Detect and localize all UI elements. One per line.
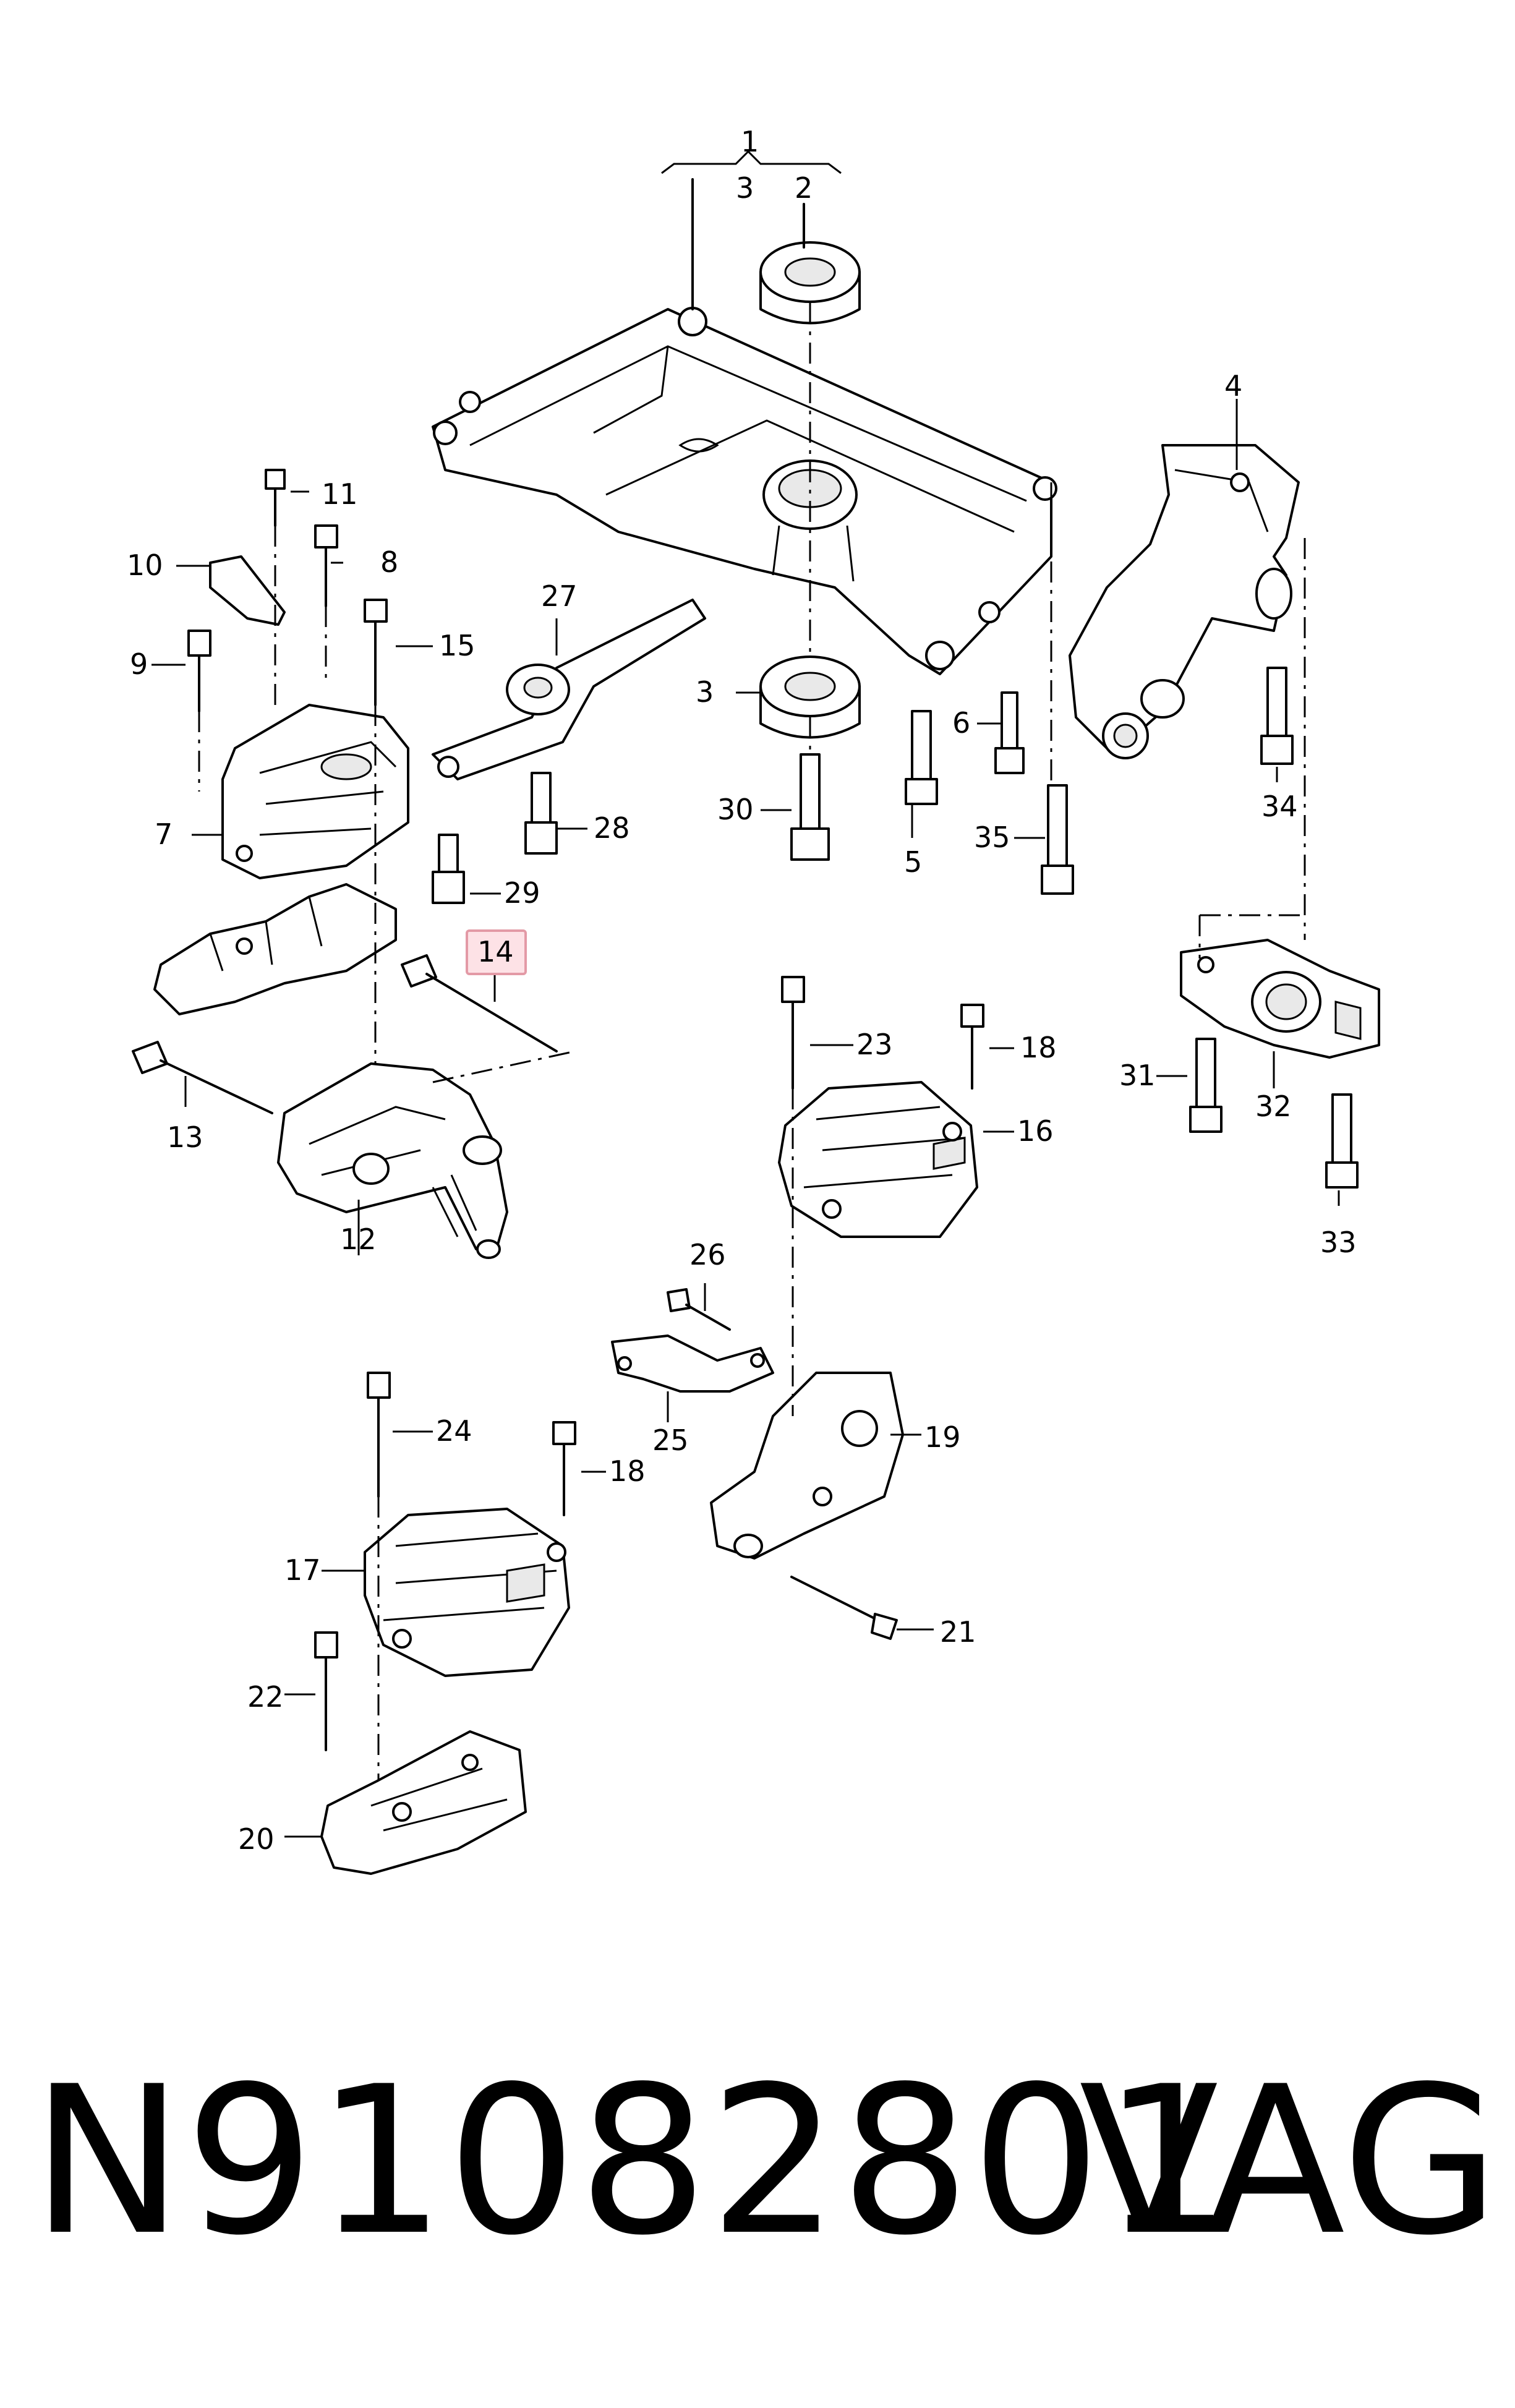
callout-18: 18: [1020, 1031, 1057, 1064]
callout-12: 12: [340, 1223, 377, 1256]
callout-7: 7: [155, 818, 173, 851]
callout-8: 8: [380, 545, 398, 579]
torque-arm: [432, 599, 706, 780]
bushing-lower: [759, 655, 861, 739]
callout-1: 1: [741, 125, 759, 158]
bushing-upper: [759, 241, 861, 325]
callout-35: 35: [974, 821, 1010, 854]
callout-22: 22: [247, 1680, 284, 1714]
callout-32: 32: [1255, 1090, 1292, 1123]
callout-15: 15: [439, 629, 476, 662]
callout-13: 13: [167, 1121, 203, 1154]
callout-21: 21: [940, 1615, 976, 1649]
gearbox-mount-left: [221, 704, 409, 879]
callout-9: 9: [130, 647, 148, 681]
subframe: [432, 307, 1057, 675]
bracket-25: [611, 1334, 774, 1393]
callout-24: 24: [436, 1414, 472, 1448]
manufacturer-name: VAG: [1079, 2043, 1500, 2280]
mount-17: [364, 1508, 570, 1677]
callout-3b: 3: [696, 675, 714, 709]
callout-5: 5: [904, 845, 922, 879]
callout-34: 34: [1261, 790, 1298, 823]
mount-16: [778, 1081, 978, 1238]
callout-27: 27: [541, 579, 578, 613]
callout-20: 20: [238, 1822, 275, 1856]
callout-6: 6: [952, 706, 970, 740]
highlight-box-14: [466, 929, 527, 975]
bracket-right: [1069, 444, 1300, 759]
callout-25: 25: [652, 1424, 689, 1457]
group-bracket-1: [661, 150, 842, 310]
callout-14: 14: [477, 935, 514, 968]
callout-30: 30: [717, 793, 754, 826]
alignment-lines: [198, 303, 1306, 1781]
callout-31: 31: [1119, 1059, 1156, 1092]
bracket-32: [1180, 939, 1380, 1059]
callout-33: 33: [1320, 1226, 1357, 1259]
callout-26: 26: [689, 1238, 726, 1271]
callout-29: 29: [504, 876, 540, 910]
callout-16: 16: [1017, 1114, 1054, 1148]
callout-3: 3: [736, 171, 754, 205]
bracket-19: [710, 1372, 904, 1560]
callout-labels: 1 3 2 4 11 10 8 9 15 27 3 6 7 28 29 30 5…: [127, 125, 1357, 1856]
part-number: N91082801: [31, 2043, 1234, 2280]
callout-10: 10: [127, 549, 163, 582]
bracket-20: [320, 1730, 527, 1875]
body-rail: [153, 883, 397, 1015]
callout-2: 2: [795, 171, 813, 205]
callout-17: 17: [284, 1553, 321, 1587]
callout-19: 19: [924, 1420, 961, 1454]
callout-4: 4: [1224, 369, 1242, 403]
callout-18b: 18: [609, 1454, 646, 1488]
bolts: [132, 469, 1359, 1751]
callout-11: 11: [322, 477, 358, 511]
callout-28: 28: [594, 811, 630, 845]
engine-bracket: [277, 1062, 508, 1259]
callout-23: 23: [856, 1028, 893, 1061]
